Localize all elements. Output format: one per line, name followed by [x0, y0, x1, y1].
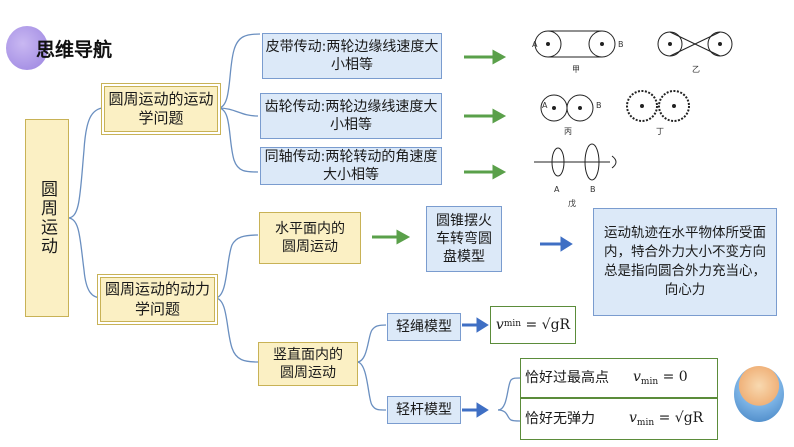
label-bing: 丙 [564, 127, 572, 136]
label-B: B [618, 40, 624, 49]
rod-top-box: 恰好过最高点 vmin = 0 [520, 358, 718, 398]
label-ding: 丁 [656, 127, 664, 136]
coaxial-drive-node: 同轴传动:两轮转动的角速度大小相等 [260, 147, 442, 185]
label-A: A [532, 40, 538, 49]
page-title: 思维导航 [36, 38, 113, 61]
title-decoration [6, 26, 48, 70]
vertical-circular-node: 竖直面内的圆周运动 [258, 342, 358, 386]
gear-drive-node: 齿轮传动:两轮边缘线速度大小相等 [260, 93, 442, 139]
label-wu: 戊 [568, 198, 576, 208]
horizontal-note: 运动轨迹在水平物体所受面内，特合外力大小不变方向总是指向圆合外力充当心，向心力 [593, 208, 777, 316]
label-yi: 乙 [692, 65, 700, 74]
rope-model-node: 轻绳模型 [387, 313, 461, 341]
rod-no-force-box: 恰好无弹力 vmin = √gR [520, 398, 718, 440]
label-A2: A [542, 101, 548, 110]
horizontal-models-node: 圆锥摆火车转弯圆盘模型 [426, 206, 502, 272]
mascot-avatar [734, 366, 784, 422]
transmission-diagrams: A B 甲 乙 A B 丙 丁 A B 戊 [532, 30, 733, 208]
label-B2: B [596, 101, 602, 110]
label-B3: B [590, 185, 596, 194]
belt-drive-node: 皮带传动:两轮边缘线速度大小相等 [262, 33, 442, 79]
rod-model-node: 轻杆模型 [387, 396, 461, 424]
root-node: 圆周运动 [25, 119, 69, 317]
horizontal-circular-node: 水平面内的圆周运动 [259, 212, 361, 264]
label-A3: A [554, 185, 560, 194]
branch-dynamics: 圆周运动的动力学问题 [100, 277, 215, 322]
label-jia: 甲 [572, 65, 580, 74]
branch-kinematics: 圆周运动的运动学问题 [104, 86, 218, 132]
